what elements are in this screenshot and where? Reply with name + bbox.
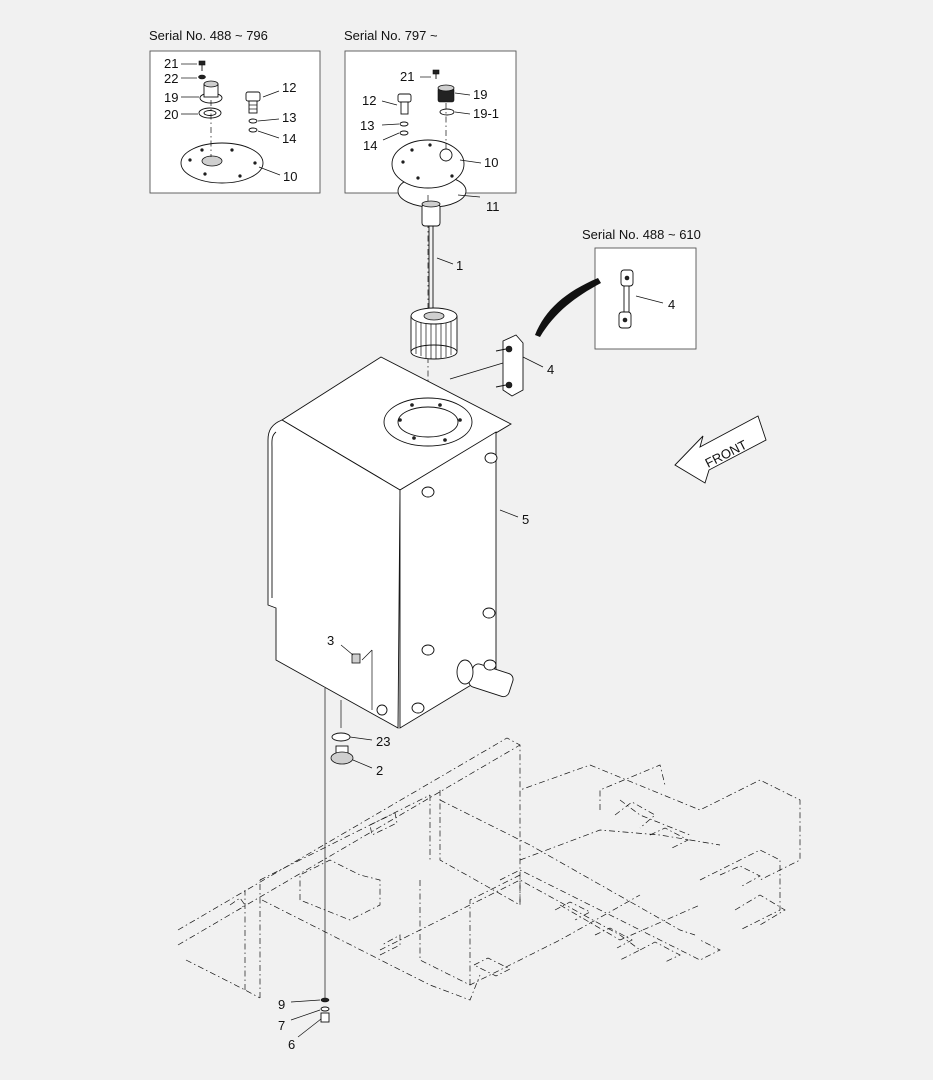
callout-a-12: 12 [282, 80, 296, 95]
washer-14 [248, 127, 258, 133]
plate-10 [180, 142, 264, 184]
plate-10-b [391, 139, 467, 208]
strainer-1 [410, 200, 458, 360]
callout-9: 9 [278, 997, 285, 1012]
screw-21 [198, 60, 206, 71]
oring-19-1 [439, 108, 455, 116]
callout-b-14: 14 [363, 138, 377, 153]
washer-14-b [399, 130, 409, 136]
gasket-20 [198, 107, 222, 119]
callout-a-20: 20 [164, 107, 178, 122]
callout-b-21: 21 [400, 69, 414, 84]
cap-19-b [437, 84, 455, 103]
washer-13-b [399, 121, 409, 127]
callout-6: 6 [288, 1037, 295, 1052]
callout-a-13: 13 [282, 110, 296, 125]
callout-b-19-1: 19-1 [473, 106, 499, 121]
inset-serial-488-796: Serial No. 488 ~ 796 [149, 28, 321, 194]
drain-plug-2 [330, 745, 354, 765]
callout-b-19: 19 [473, 87, 487, 102]
screw-21-b [432, 69, 440, 79]
callout-4: 4 [547, 362, 554, 377]
inset-b-title: Serial No. 797 ~ [344, 28, 438, 43]
callout-1: 1 [456, 258, 463, 273]
callout-b-12: 12 [362, 93, 376, 108]
bracket-line [449, 362, 504, 380]
callout-a-21: 21 [164, 56, 178, 71]
inset-serial-488-610: Serial No. 488 ~ 610 4 [582, 227, 701, 350]
callout-c-4: 4 [668, 297, 675, 312]
oring-23 [331, 732, 351, 742]
fasteners-9-7-6 [320, 997, 330, 1023]
bracket-4-c [618, 269, 634, 329]
pointer-arrow [535, 278, 601, 337]
washer-13 [248, 118, 258, 124]
cap-19 [199, 80, 223, 104]
bracket-4 [495, 334, 524, 397]
callout-2: 2 [376, 763, 383, 778]
callout-a-22: 22 [164, 71, 178, 86]
machine-frame [177, 737, 801, 1001]
callout-a-19: 19 [164, 90, 178, 105]
front-arrow: FRONT [674, 415, 767, 484]
callout-5: 5 [522, 512, 529, 527]
callout-7: 7 [278, 1018, 285, 1033]
plug-3 [340, 644, 373, 710]
inset-a-title: Serial No. 488 ~ 796 [149, 28, 268, 43]
callout-a-10: 10 [283, 169, 297, 184]
bolt-12-b [397, 93, 412, 115]
callout-b-11: 11 [486, 199, 500, 214]
callout-b-10: 10 [484, 155, 498, 170]
bolt-12 [245, 91, 261, 114]
inset-c-title: Serial No. 488 ~ 610 [582, 227, 701, 242]
callout-23: 23 [376, 734, 390, 749]
callout-a-14: 14 [282, 131, 296, 146]
inset-serial-797: Serial No. 797 ~ [344, 28, 517, 214]
washer-22 [198, 74, 206, 80]
callout-3: 3 [327, 633, 334, 648]
hydraulic-tank-5 [267, 356, 514, 729]
callout-b-13: 13 [360, 118, 374, 133]
